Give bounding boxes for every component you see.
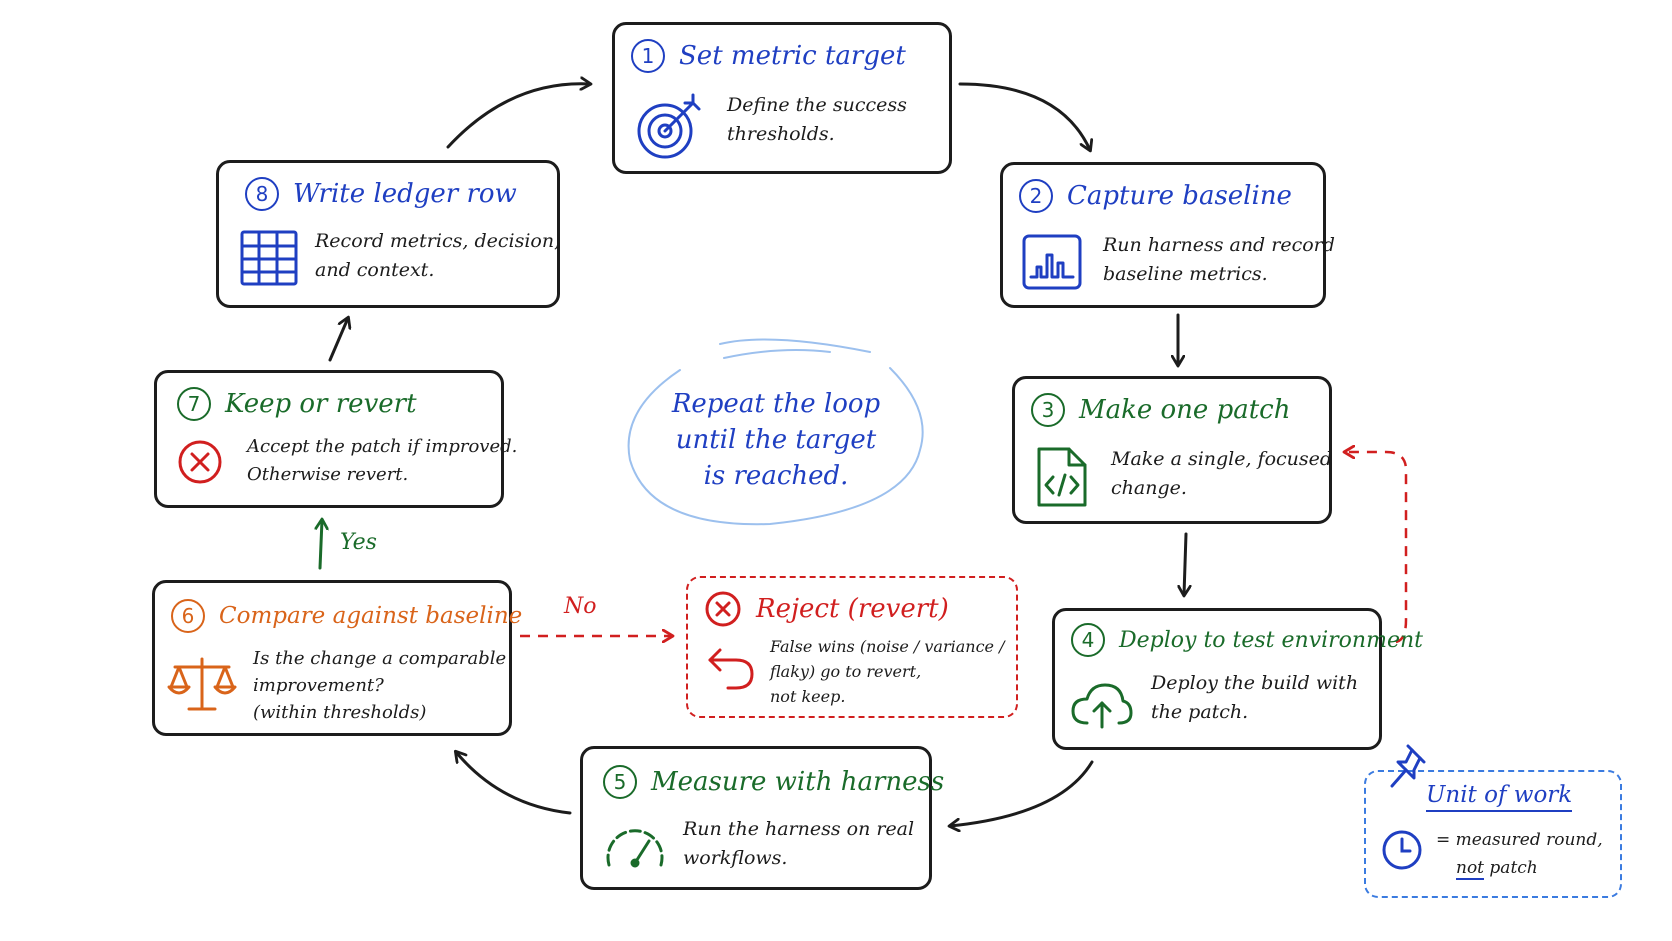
- unit-of-work-card: Unit of work = measured round, not patch: [1364, 770, 1622, 898]
- code-file-icon: [1037, 447, 1087, 507]
- step-number-badge: 4: [1071, 623, 1105, 657]
- unit-of-work-title: Unit of work: [1426, 782, 1573, 812]
- x-circle-icon: [178, 440, 222, 484]
- arrow-5-to-6: [456, 752, 572, 815]
- step-desc-line: the patch.: [1151, 701, 1249, 723]
- step-desc-line: Deploy the build with: [1151, 672, 1359, 694]
- reject-desc-line: flaky) go to revert,: [770, 662, 922, 681]
- step-desc-line: workflows.: [683, 847, 788, 869]
- step-title: Write ledger row: [293, 179, 517, 209]
- step-desc-line: Otherwise revert.: [247, 464, 409, 485]
- step-title: Set metric target: [679, 41, 906, 71]
- yes-label: Yes: [340, 530, 377, 555]
- center-ellipse: [627, 338, 924, 526]
- step-title: Measure with harness: [651, 767, 945, 797]
- step-desc-line: Record metrics, decision,: [315, 230, 561, 252]
- step-title: Deploy to test environment: [1119, 627, 1423, 653]
- step-desc-line: improvement?: [253, 675, 384, 696]
- step-title: Keep or revert: [225, 389, 417, 419]
- step-title: Capture baseline: [1067, 181, 1292, 211]
- step-number-badge: 7: [177, 387, 211, 421]
- step-number-badge: 5: [603, 765, 637, 799]
- step-7-card: 7 Keep or revert Accept the patch if imp…: [154, 370, 517, 508]
- cloud-upload-icon: [1071, 683, 1133, 729]
- step-desc-line: Is the change a comparable: [253, 648, 507, 669]
- arrow-4-to-5: [950, 760, 1094, 826]
- step-desc-line: Run harness and record: [1103, 234, 1335, 256]
- balance-scale-icon: [167, 657, 237, 711]
- x-circle-icon: [705, 591, 741, 627]
- no-label: No: [564, 594, 597, 619]
- step-desc-line: thresholds.: [727, 123, 835, 145]
- step-number-badge: 1: [631, 39, 665, 73]
- table-grid-icon: [240, 230, 298, 286]
- pushpin-icon: [1390, 744, 1426, 788]
- step-number-badge: 8: [245, 177, 279, 211]
- target-icon: [637, 93, 701, 159]
- step-desc-line: baseline metrics.: [1103, 263, 1268, 285]
- step-4-card: 4 Deploy to test environment Deploy the …: [1052, 608, 1423, 750]
- arrow-8-to-1: [446, 84, 590, 149]
- step-desc-line: Define the success: [727, 94, 907, 116]
- step-desc-line: Accept the patch if improved.: [247, 436, 518, 457]
- reject-title: Reject (revert): [756, 594, 949, 624]
- reject-desc-line: not keep.: [770, 687, 846, 706]
- arrow-7-to-8: [328, 318, 348, 362]
- step-desc-line: (within thresholds): [253, 702, 427, 723]
- step-number-badge: 3: [1031, 393, 1065, 427]
- loop-note: Repeat the loop until the target is reac…: [636, 386, 916, 494]
- step-2-card: 2 Capture baseline Run harness and recor…: [1000, 162, 1335, 308]
- clock-icon: [1382, 830, 1422, 870]
- step-desc-line: Make a single, focused: [1111, 448, 1333, 470]
- step-title: Make one patch: [1079, 395, 1291, 425]
- undo-arrow-icon: [708, 648, 754, 690]
- step-8-card: 8 Write ledger row Record metrics, decis…: [216, 160, 560, 308]
- unit-of-work-eq: = measured round,: [1436, 830, 1603, 850]
- reject-card: Reject (revert) False wins (noise / vari…: [686, 576, 1018, 718]
- step-desc-line: Run the harness on real: [683, 818, 915, 840]
- step-6-card: 6 Compare against baseline Is the change…: [152, 580, 522, 736]
- step-1-card: 1 Set metric target Define the success t…: [612, 22, 952, 174]
- step-title: Compare against baseline: [219, 603, 523, 629]
- loop-note-line: is reached.: [703, 461, 849, 491]
- unit-of-work-not: not: [1456, 858, 1485, 880]
- arrow-4-to-3-loop: [1345, 452, 1408, 644]
- arrow-3-to-4: [1184, 532, 1186, 595]
- loop-note-line: Repeat the loop: [671, 389, 881, 419]
- step-desc-line: change.: [1111, 477, 1187, 499]
- step-number-badge: 6: [171, 599, 205, 633]
- unit-of-work-patch: patch: [1489, 858, 1538, 878]
- reject-desc-line: False wins (noise / variance /: [770, 637, 1005, 656]
- step-number-badge: 2: [1019, 179, 1053, 213]
- step-3-card: 3 Make one patch Make a single, focused …: [1012, 376, 1332, 524]
- step-desc-line: and context.: [315, 259, 435, 281]
- loop-note-line: until the target: [675, 425, 877, 455]
- step-5-card: 5 Measure with harness Run the harness o…: [580, 746, 944, 890]
- gauge-icon: [606, 829, 664, 868]
- arrow-6-to-7-yes: [320, 520, 322, 570]
- arrow-1-to-2: [958, 82, 1090, 150]
- bar-chart-icon: [1022, 234, 1082, 290]
